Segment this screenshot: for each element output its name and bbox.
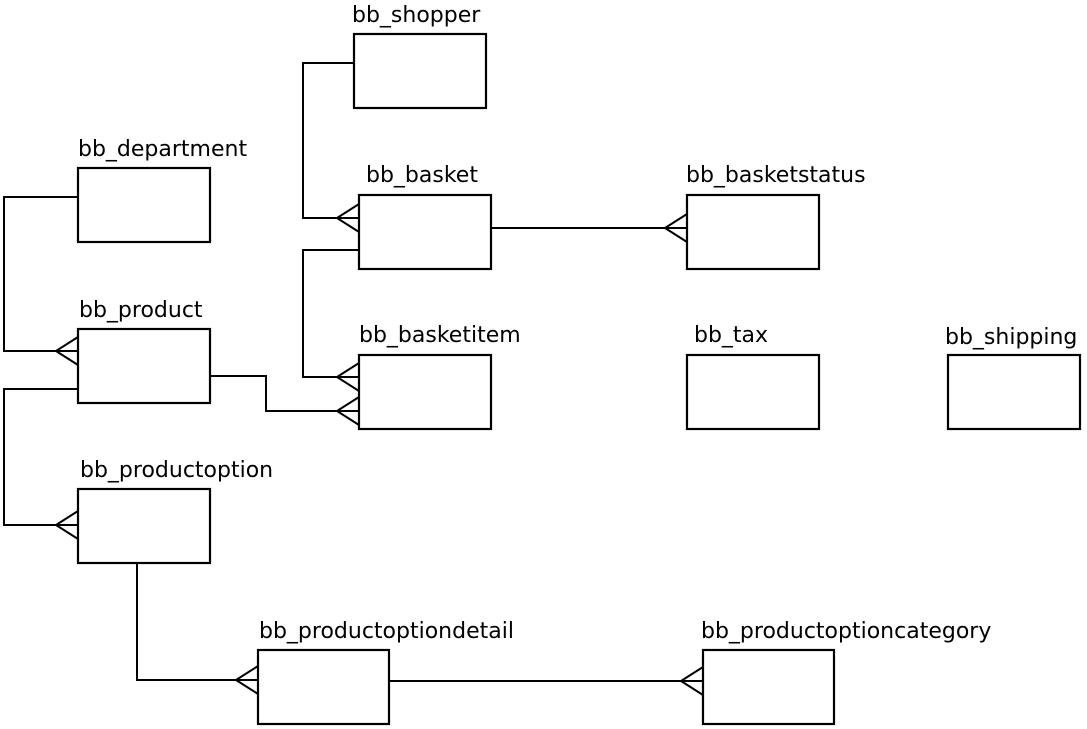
entity-box xyxy=(685,353,821,431)
crow-product-from-department xyxy=(54,336,79,366)
entity-label: bb_productoptioncategory xyxy=(701,619,991,644)
rel-product-productoption xyxy=(3,388,78,526)
entity-box xyxy=(256,648,391,726)
crow-productoptiondetail-from-category xyxy=(679,666,704,696)
entity-bb-shipping: bb_shipping xyxy=(945,325,1082,431)
entity-label: bb_department xyxy=(78,137,247,162)
entity-box xyxy=(352,32,488,110)
crow-basketitem-from-product xyxy=(335,396,360,426)
entity-box xyxy=(685,193,821,271)
rel-basket-basketitem xyxy=(302,249,359,378)
crow-productoptiondetail-from-productoption xyxy=(234,665,259,695)
rel-productoption-productoptiondetail xyxy=(136,563,258,681)
entity-box xyxy=(701,648,836,726)
entity-box xyxy=(946,353,1082,431)
entity-box xyxy=(357,353,493,431)
entity-bb-shopper: bb_shopper xyxy=(352,3,488,110)
entity-bb-product: bb_product xyxy=(76,298,212,405)
rel-department-product xyxy=(3,196,78,352)
relationship-lines xyxy=(3,62,703,682)
rel-product-basketitem xyxy=(210,375,359,412)
entity-label: bb_tax xyxy=(694,323,768,348)
entity-bb-basketstatus: bb_basketstatus xyxy=(685,163,866,271)
entity-label: bb_basket xyxy=(366,163,478,188)
entity-label: bb_productoption xyxy=(80,458,273,483)
entity-box xyxy=(76,487,212,565)
crows-feet xyxy=(54,203,704,696)
crow-basket-from-shopper xyxy=(335,203,360,233)
crow-basketstatus xyxy=(663,213,688,243)
entity-box xyxy=(357,193,493,271)
entity-bb-department: bb_department xyxy=(76,137,247,244)
entity-box xyxy=(76,327,212,405)
entity-bb-productoption: bb_productoption xyxy=(76,458,273,565)
entity-label: bb_shopper xyxy=(352,3,481,28)
entity-label: bb_product xyxy=(79,298,203,323)
crow-productoption-from-product xyxy=(54,510,79,540)
entity-label: bb_shipping xyxy=(945,325,1077,350)
entity-label: bb_basketitem xyxy=(359,323,521,348)
entity-bb-productoptiondetail: bb_productoptiondetail xyxy=(256,619,514,726)
entity-label: bb_productoptiondetail xyxy=(259,619,514,644)
rel-shopper-basket xyxy=(302,62,358,219)
entity-bb-basket: bb_basket xyxy=(357,163,493,271)
entity-bb-productoptioncategory: bb_productoptioncategory xyxy=(701,619,991,726)
entity-bb-basketitem: bb_basketitem xyxy=(357,323,521,431)
entity-label: bb_basketstatus xyxy=(686,163,866,188)
entity-box xyxy=(76,166,212,244)
entity-bb-tax: bb_tax xyxy=(685,323,821,431)
crow-basketitem-from-basket xyxy=(335,362,360,392)
